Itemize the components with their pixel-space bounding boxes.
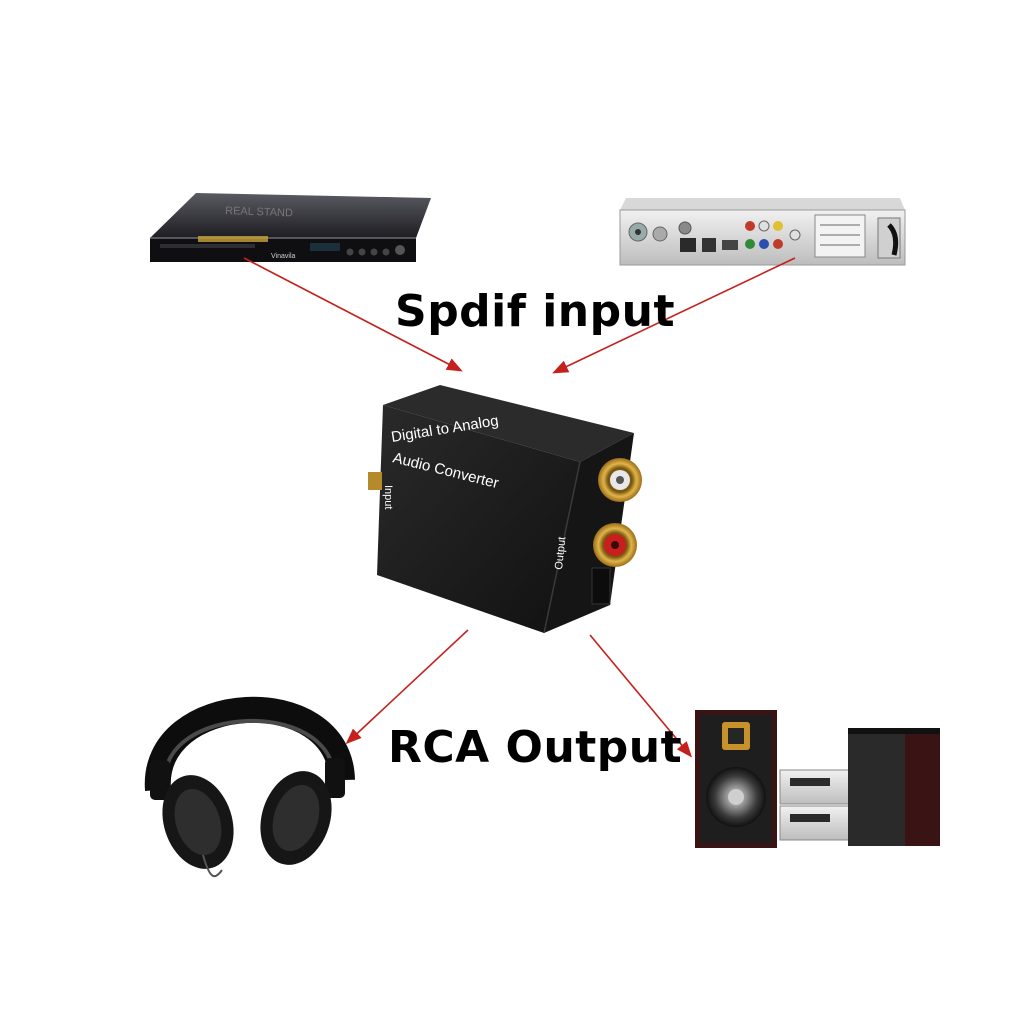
speakers-image bbox=[695, 710, 940, 848]
arrow-stb-to-converter bbox=[552, 257, 796, 374]
arrow-converter-to-headphones bbox=[345, 629, 469, 745]
converter-box-image bbox=[368, 385, 642, 634]
set-top-box-image bbox=[619, 198, 906, 266]
dvd-top-label: REAL STAND bbox=[225, 205, 293, 219]
arrow-converter-to-speakers bbox=[589, 634, 693, 758]
headphones-image bbox=[144, 697, 355, 878]
dvd-brand-label: Vinavila bbox=[271, 253, 295, 260]
converter-input-label: Input bbox=[382, 485, 394, 509]
spdif-input-label: Spdif input bbox=[395, 286, 675, 337]
rca-output-label: RCA Output bbox=[388, 722, 683, 773]
dvd-player-image bbox=[150, 193, 431, 262]
arrow-dvd-to-converter bbox=[243, 257, 463, 372]
converter-output-label: Output bbox=[553, 536, 568, 570]
